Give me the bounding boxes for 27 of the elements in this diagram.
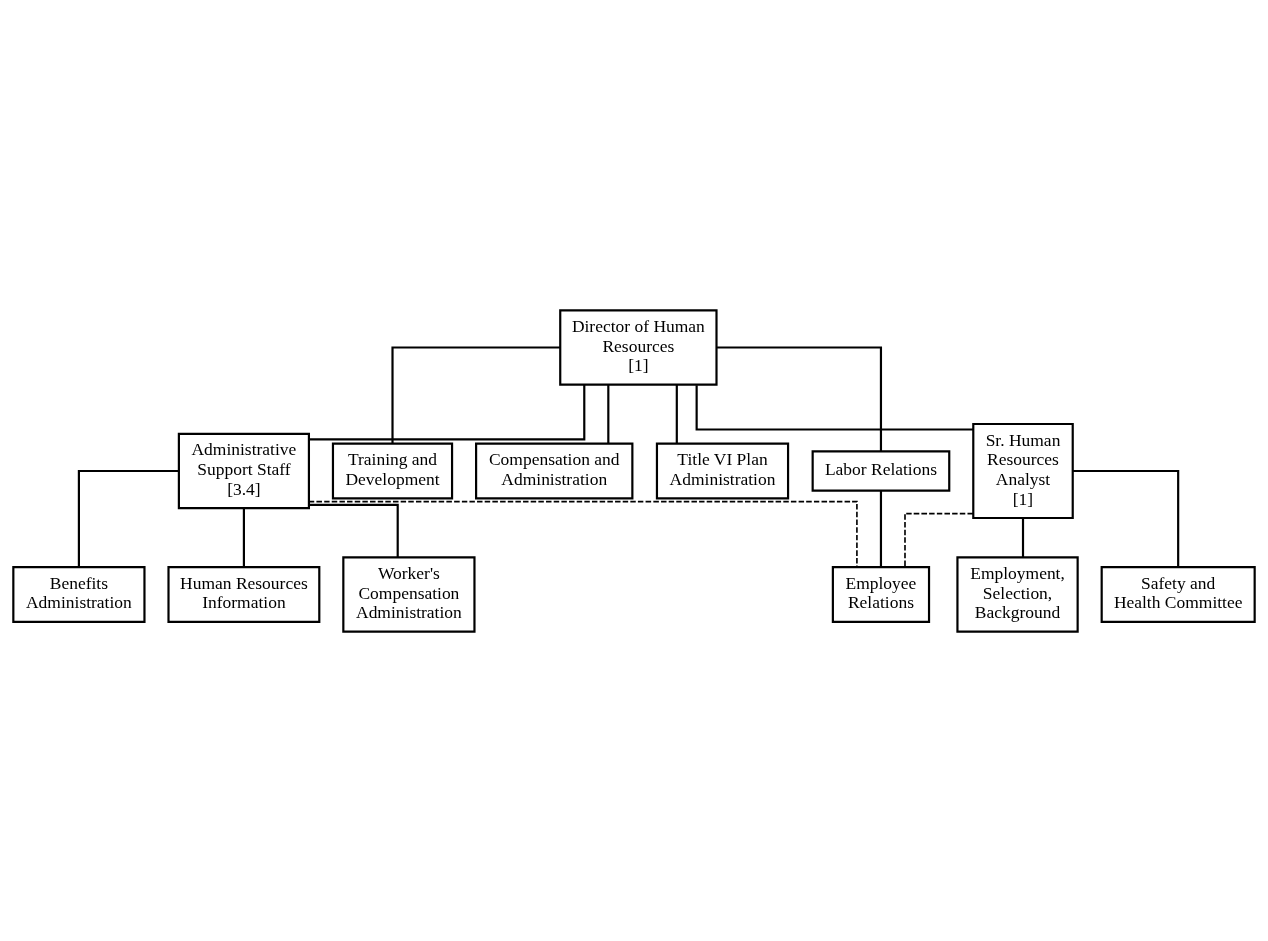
connector [391, 345, 561, 444]
connector [675, 384, 678, 444]
connector [879, 490, 883, 567]
node-box: Director of Human Resources [1] [559, 308, 718, 386]
connector [904, 512, 974, 568]
connector [607, 384, 610, 444]
node-box: Employment, Selection, Background [956, 555, 1079, 633]
connector [1021, 517, 1025, 557]
node-box: Human Resources Information [167, 565, 321, 623]
node-box: Benefits Administration [12, 565, 146, 623]
connector [242, 507, 245, 567]
node-box: Compensation and Administration [475, 442, 634, 499]
connector [77, 469, 179, 567]
connector [716, 345, 883, 451]
node-box: Labor Relations [811, 449, 951, 492]
connector [1072, 469, 1180, 567]
connector [308, 500, 858, 568]
node-box: Safety and Health Committee [1100, 565, 1256, 623]
node-box: Employee Relations [831, 565, 931, 623]
node-box: Training and Development [331, 442, 454, 499]
node-box: Administrative Support Staff [3.4] [177, 432, 310, 509]
connector [695, 384, 974, 431]
connector [309, 384, 586, 440]
connector [309, 503, 399, 557]
node-box: Sr. Human Resources Analyst [1] [972, 422, 1074, 519]
node-box: Worker's Compensation Administration [342, 555, 476, 633]
node-box: Title VI Plan Administration [655, 442, 790, 499]
